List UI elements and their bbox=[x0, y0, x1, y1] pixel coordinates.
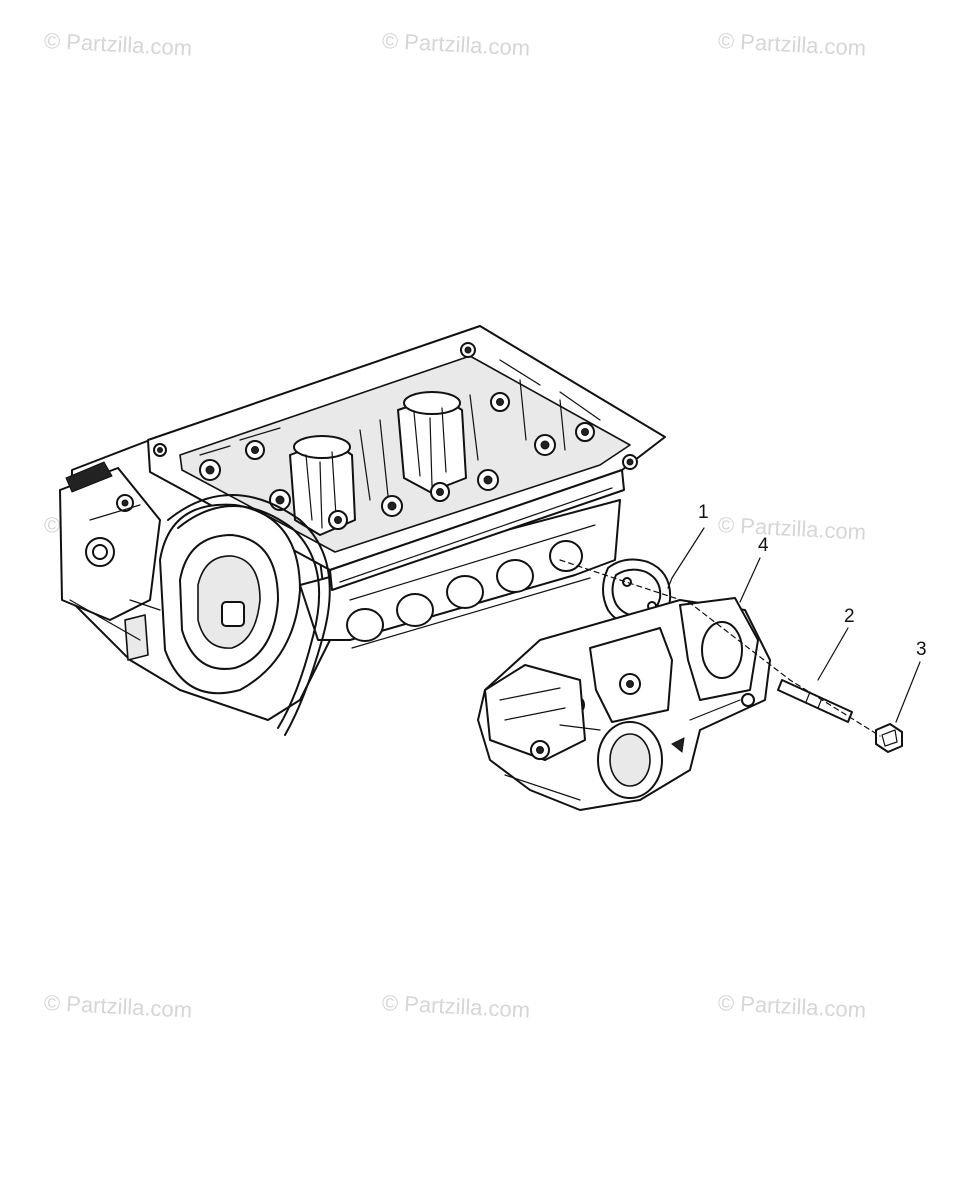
callout-3: 3 bbox=[916, 639, 927, 660]
leader-lines bbox=[559, 527, 921, 737]
hex-nut bbox=[875, 723, 903, 753]
leader-1 bbox=[667, 527, 705, 589]
cylinder-head bbox=[59, 325, 666, 736]
callout-2: 2 bbox=[844, 606, 855, 627]
callout-1: 1 bbox=[698, 502, 709, 523]
leader-2 bbox=[817, 627, 849, 681]
leader-4 bbox=[739, 557, 761, 603]
stud bbox=[777, 679, 853, 723]
callout-4: 4 bbox=[758, 535, 769, 556]
intake-manifold bbox=[477, 597, 771, 811]
leader-3 bbox=[895, 661, 921, 723]
